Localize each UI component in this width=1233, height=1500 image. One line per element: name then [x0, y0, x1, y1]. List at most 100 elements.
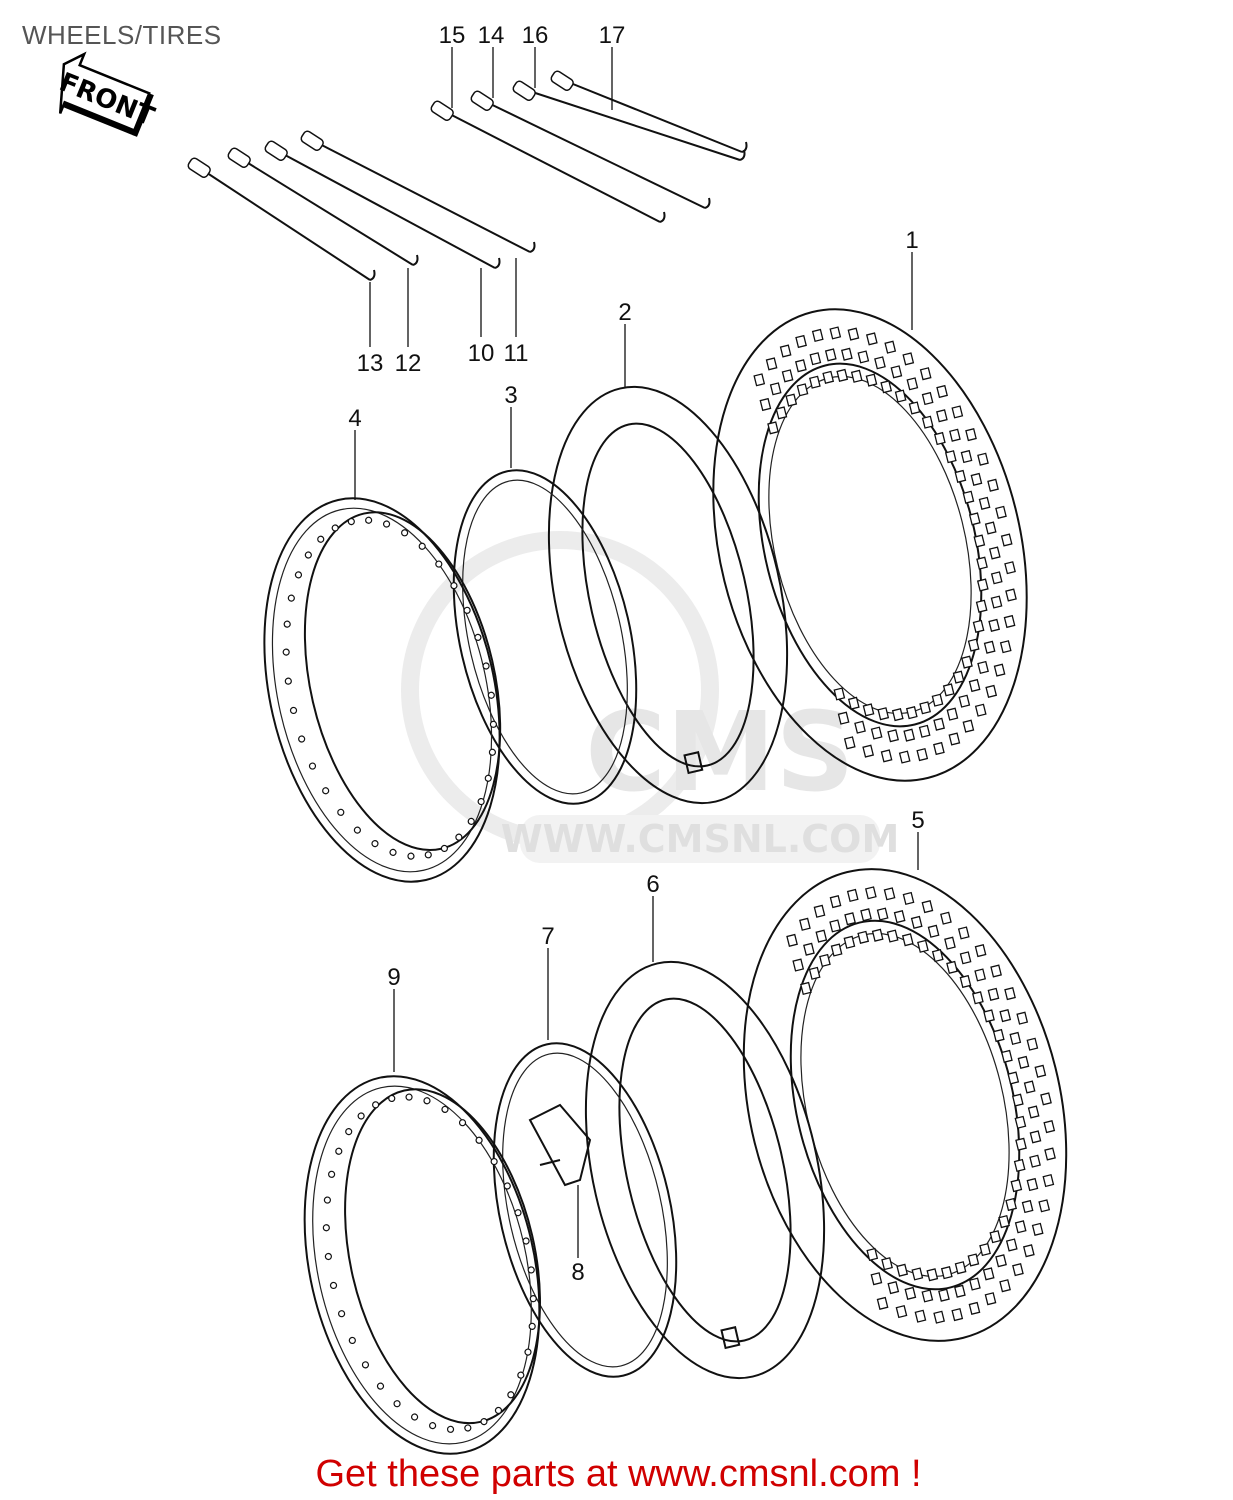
- spoke-hole: [304, 551, 312, 559]
- tread-block: [881, 1257, 893, 1271]
- spokes-group: [187, 70, 748, 281]
- tread-block: [931, 948, 944, 963]
- tread-block: [973, 534, 986, 548]
- spoke-hole: [487, 691, 495, 699]
- spoke-hole: [372, 1101, 380, 1109]
- tread-block: [1015, 1137, 1027, 1151]
- tread-block: [813, 904, 826, 918]
- tread-block: [808, 966, 821, 980]
- spoke-hole: [405, 1093, 413, 1101]
- tread-block: [921, 391, 934, 406]
- tread-block: [940, 911, 952, 925]
- spoke-hole: [458, 1119, 467, 1127]
- tread-block: [850, 369, 863, 383]
- spoke-hole: [337, 1310, 346, 1318]
- spoke-hole: [477, 797, 485, 806]
- spoke-hole: [298, 735, 306, 743]
- tread-block: [829, 895, 842, 909]
- callout-8: 8: [571, 1259, 584, 1286]
- spoke-hole: [283, 620, 291, 628]
- tread-block: [843, 736, 856, 750]
- tread-block: [1016, 1011, 1029, 1025]
- tread-block: [836, 368, 849, 382]
- tread-block: [983, 640, 996, 654]
- spoke-hole: [463, 606, 471, 614]
- spoke-hole: [450, 582, 458, 590]
- spoke-hole: [327, 1170, 336, 1178]
- spoke: [512, 80, 746, 161]
- spoke-hole: [388, 1094, 396, 1103]
- spoke-hole: [345, 1128, 353, 1136]
- tread-block: [862, 744, 875, 758]
- tread-block: [833, 687, 846, 701]
- tread-block: [944, 936, 956, 950]
- tread-block: [860, 908, 872, 922]
- tread-block: [949, 428, 961, 442]
- parts-link[interactable]: Get these parts at www.cmsnl.com !: [315, 1453, 922, 1495]
- tread-block: [995, 1254, 1007, 1268]
- tread-block: [926, 1268, 939, 1282]
- spoke-hole: [446, 1425, 455, 1433]
- tread-block: [940, 1266, 953, 1280]
- front-arrow-icon: FRONT: [55, 51, 159, 137]
- spoke-hole: [423, 1097, 431, 1105]
- tread-block: [1023, 1080, 1036, 1094]
- tread-block: [864, 886, 877, 900]
- watermark-url: WWW.CMSNL.COM: [501, 817, 900, 861]
- spoke-hole: [322, 787, 330, 795]
- tread-block: [803, 942, 815, 956]
- tread-block: [830, 943, 843, 957]
- spoke-hole: [494, 1406, 503, 1415]
- spoke-hole: [503, 1182, 511, 1190]
- tread-block: [1027, 1105, 1040, 1119]
- tread-block: [988, 546, 1001, 560]
- tread-block: [779, 344, 792, 358]
- spoke-hole: [429, 1422, 437, 1430]
- spoke-hole: [522, 1237, 530, 1245]
- tread-block: [786, 933, 798, 947]
- spoke-hole: [365, 516, 373, 524]
- spoke-hole: [282, 648, 290, 656]
- spoke-hole: [411, 1413, 419, 1421]
- tread-block: [965, 428, 977, 442]
- tread-block: [993, 663, 1006, 677]
- tread-block: [975, 599, 988, 613]
- callout-5: 5: [911, 807, 924, 834]
- spoke: [430, 100, 666, 223]
- tread-block: [785, 393, 798, 407]
- tread-block: [1026, 1037, 1039, 1051]
- tread-block: [933, 741, 945, 756]
- spoke-hole: [371, 840, 379, 848]
- callout-3: 3: [504, 382, 517, 409]
- tread-block: [962, 490, 975, 504]
- spoke-hole: [514, 1209, 522, 1217]
- tread-block: [857, 350, 870, 364]
- tread-block: [987, 478, 999, 492]
- tread-block: [862, 703, 875, 717]
- spoke-hole: [322, 1224, 330, 1232]
- tread-block: [902, 891, 915, 906]
- spoke-hole: [464, 1424, 472, 1432]
- tread-block: [921, 415, 934, 429]
- spoke-hole: [517, 1371, 525, 1379]
- spoke-hole: [308, 762, 317, 770]
- tread-block: [795, 334, 807, 349]
- tread-block: [819, 953, 831, 968]
- tread-block: [988, 618, 1001, 632]
- tread-block: [893, 910, 906, 924]
- spoke-hole: [287, 594, 295, 602]
- tread-block: [890, 365, 903, 379]
- tread-block: [840, 347, 853, 361]
- cms-watermark: CMS WWW.CMSNL.COM: [401, 531, 900, 863]
- spoke-hole: [407, 852, 415, 860]
- tread-block: [891, 708, 904, 722]
- tread-block: [948, 732, 961, 746]
- tread-block: [916, 747, 929, 762]
- tread-block: [951, 1307, 964, 1322]
- tread-block: [1021, 1199, 1034, 1214]
- tread-block: [800, 981, 812, 996]
- tread-block: [998, 1214, 1010, 1229]
- tread-block: [792, 958, 805, 972]
- spoke-hole: [329, 1281, 338, 1290]
